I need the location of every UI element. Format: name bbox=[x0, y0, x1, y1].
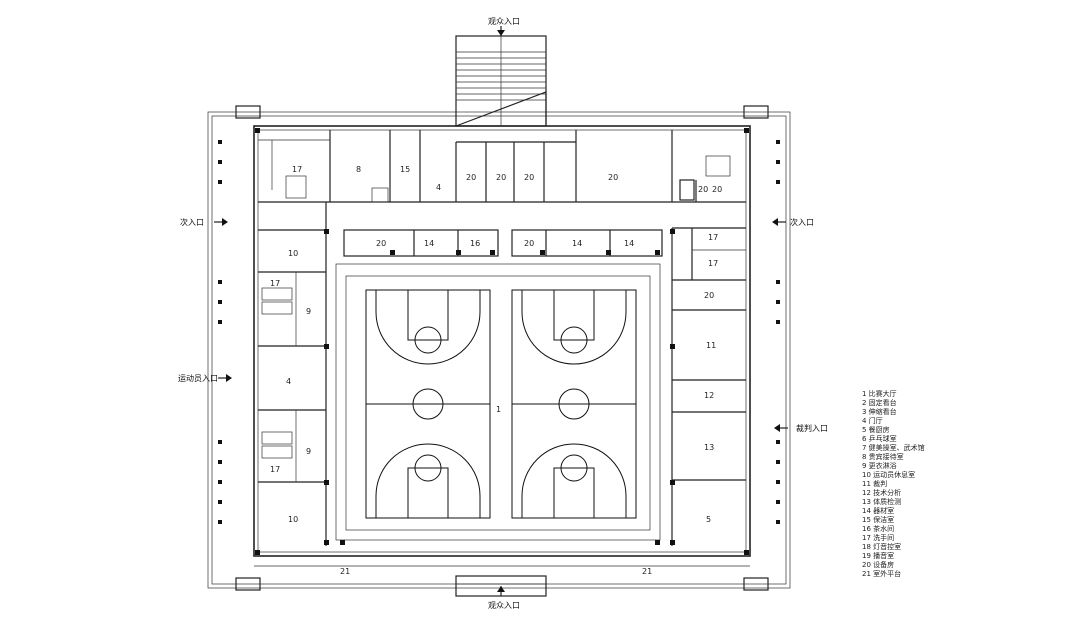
room-label: 20 bbox=[698, 185, 708, 194]
room-numbers: 17 8 15 4 20 20 20 20 20 20 20 14 16 20 … bbox=[270, 165, 722, 576]
competition-hall bbox=[335, 263, 661, 541]
legend-item: 16 茶水间 bbox=[862, 524, 894, 533]
entrance-label-secondary-left: 次入口 bbox=[180, 217, 204, 227]
room-label: 9 bbox=[306, 307, 311, 316]
legend-item: 9 更衣淋浴 bbox=[862, 461, 897, 470]
legend-item: 14 器材室 bbox=[862, 506, 894, 515]
legend-item: 7 健美操室、武术馆 bbox=[862, 443, 925, 452]
room-label: 20 bbox=[524, 239, 534, 248]
entrance-label-spectator-top: 观众入口 bbox=[488, 17, 520, 26]
room-label: 20 bbox=[712, 185, 722, 194]
facade-windows bbox=[218, 140, 780, 524]
room-label: 21 bbox=[642, 567, 652, 576]
legend-item: 20 设备房 bbox=[862, 560, 894, 569]
legend-item: 10 运动员休息室 bbox=[862, 470, 915, 479]
right-rooms bbox=[671, 227, 746, 546]
legend-item: 2 固定看台 bbox=[862, 398, 897, 407]
legend-item: 18 灯音控室 bbox=[862, 542, 901, 551]
room-label: 13 bbox=[704, 443, 714, 452]
room-label: 20 bbox=[704, 291, 714, 300]
room-label: 16 bbox=[470, 239, 480, 248]
basketball-court-left bbox=[365, 289, 491, 519]
entrance-label-athlete: 运动员入口 bbox=[178, 373, 218, 383]
legend-item: 6 乒乓球室 bbox=[862, 434, 897, 443]
basketball-court-right bbox=[511, 289, 637, 519]
legend-item: 8 贵宾接待室 bbox=[862, 452, 904, 461]
left-rooms bbox=[258, 202, 327, 546]
room-label: 20 bbox=[524, 173, 534, 182]
room-label: 17 bbox=[708, 233, 718, 242]
room-label: 10 bbox=[288, 515, 298, 524]
room-label: 4 bbox=[436, 183, 441, 192]
legend-item: 3 伸缩看台 bbox=[862, 407, 897, 416]
room-label: 8 bbox=[356, 165, 361, 174]
legend-item: 12 技术分析 bbox=[862, 488, 901, 497]
entrance-label-spectator-bottom: 观众入口 bbox=[488, 601, 520, 610]
room-label: 21 bbox=[340, 567, 350, 576]
legend-item: 1 比赛大厅 bbox=[862, 389, 897, 398]
room-label: 20 bbox=[608, 173, 618, 182]
top-rooms bbox=[258, 130, 746, 203]
legend: 1 比赛大厅 2 固定看台 3 伸缩看台 4 门厅 5 餐厨房 6 乒乓球室 7… bbox=[862, 389, 925, 578]
legend-item: 13 体质检测 bbox=[862, 497, 901, 506]
entrance-arrows bbox=[214, 26, 788, 596]
room-label: 11 bbox=[706, 341, 716, 350]
room-label: 20 bbox=[376, 239, 386, 248]
room-label: 17 bbox=[270, 465, 280, 474]
room-label: 9 bbox=[306, 447, 311, 456]
room-label: 17 bbox=[270, 279, 280, 288]
room-label: 4 bbox=[286, 377, 291, 386]
entrance-label-referee: 裁判入口 bbox=[796, 423, 828, 433]
legend-item: 17 洗手间 bbox=[862, 533, 894, 542]
building-outline bbox=[253, 125, 751, 557]
room-label: 1 bbox=[496, 405, 501, 414]
room-label: 15 bbox=[400, 165, 410, 174]
legend-item: 4 门厅 bbox=[862, 416, 883, 425]
legend-item: 15 保洁室 bbox=[862, 515, 894, 524]
inner-service-row bbox=[343, 229, 663, 257]
room-label: 10 bbox=[288, 249, 298, 258]
room-label: 12 bbox=[704, 391, 714, 400]
room-label: 14 bbox=[424, 239, 434, 248]
legend-item: 19 播音室 bbox=[862, 551, 894, 560]
entrance-label-secondary-right: 次入口 bbox=[790, 217, 814, 227]
room-label: 17 bbox=[708, 259, 718, 268]
legend-item: 5 餐厨房 bbox=[862, 425, 890, 434]
structural-columns bbox=[255, 128, 749, 555]
room-label: 20 bbox=[466, 173, 476, 182]
legend-item: 21 室外平台 bbox=[862, 569, 901, 578]
room-label: 17 bbox=[292, 165, 302, 174]
room-label: 20 bbox=[496, 173, 506, 182]
room-label: 14 bbox=[572, 239, 582, 248]
spectator-stair bbox=[455, 35, 547, 127]
room-label: 14 bbox=[624, 239, 634, 248]
room-label: 5 bbox=[706, 515, 711, 524]
legend-item: 11 裁判 bbox=[862, 479, 887, 488]
